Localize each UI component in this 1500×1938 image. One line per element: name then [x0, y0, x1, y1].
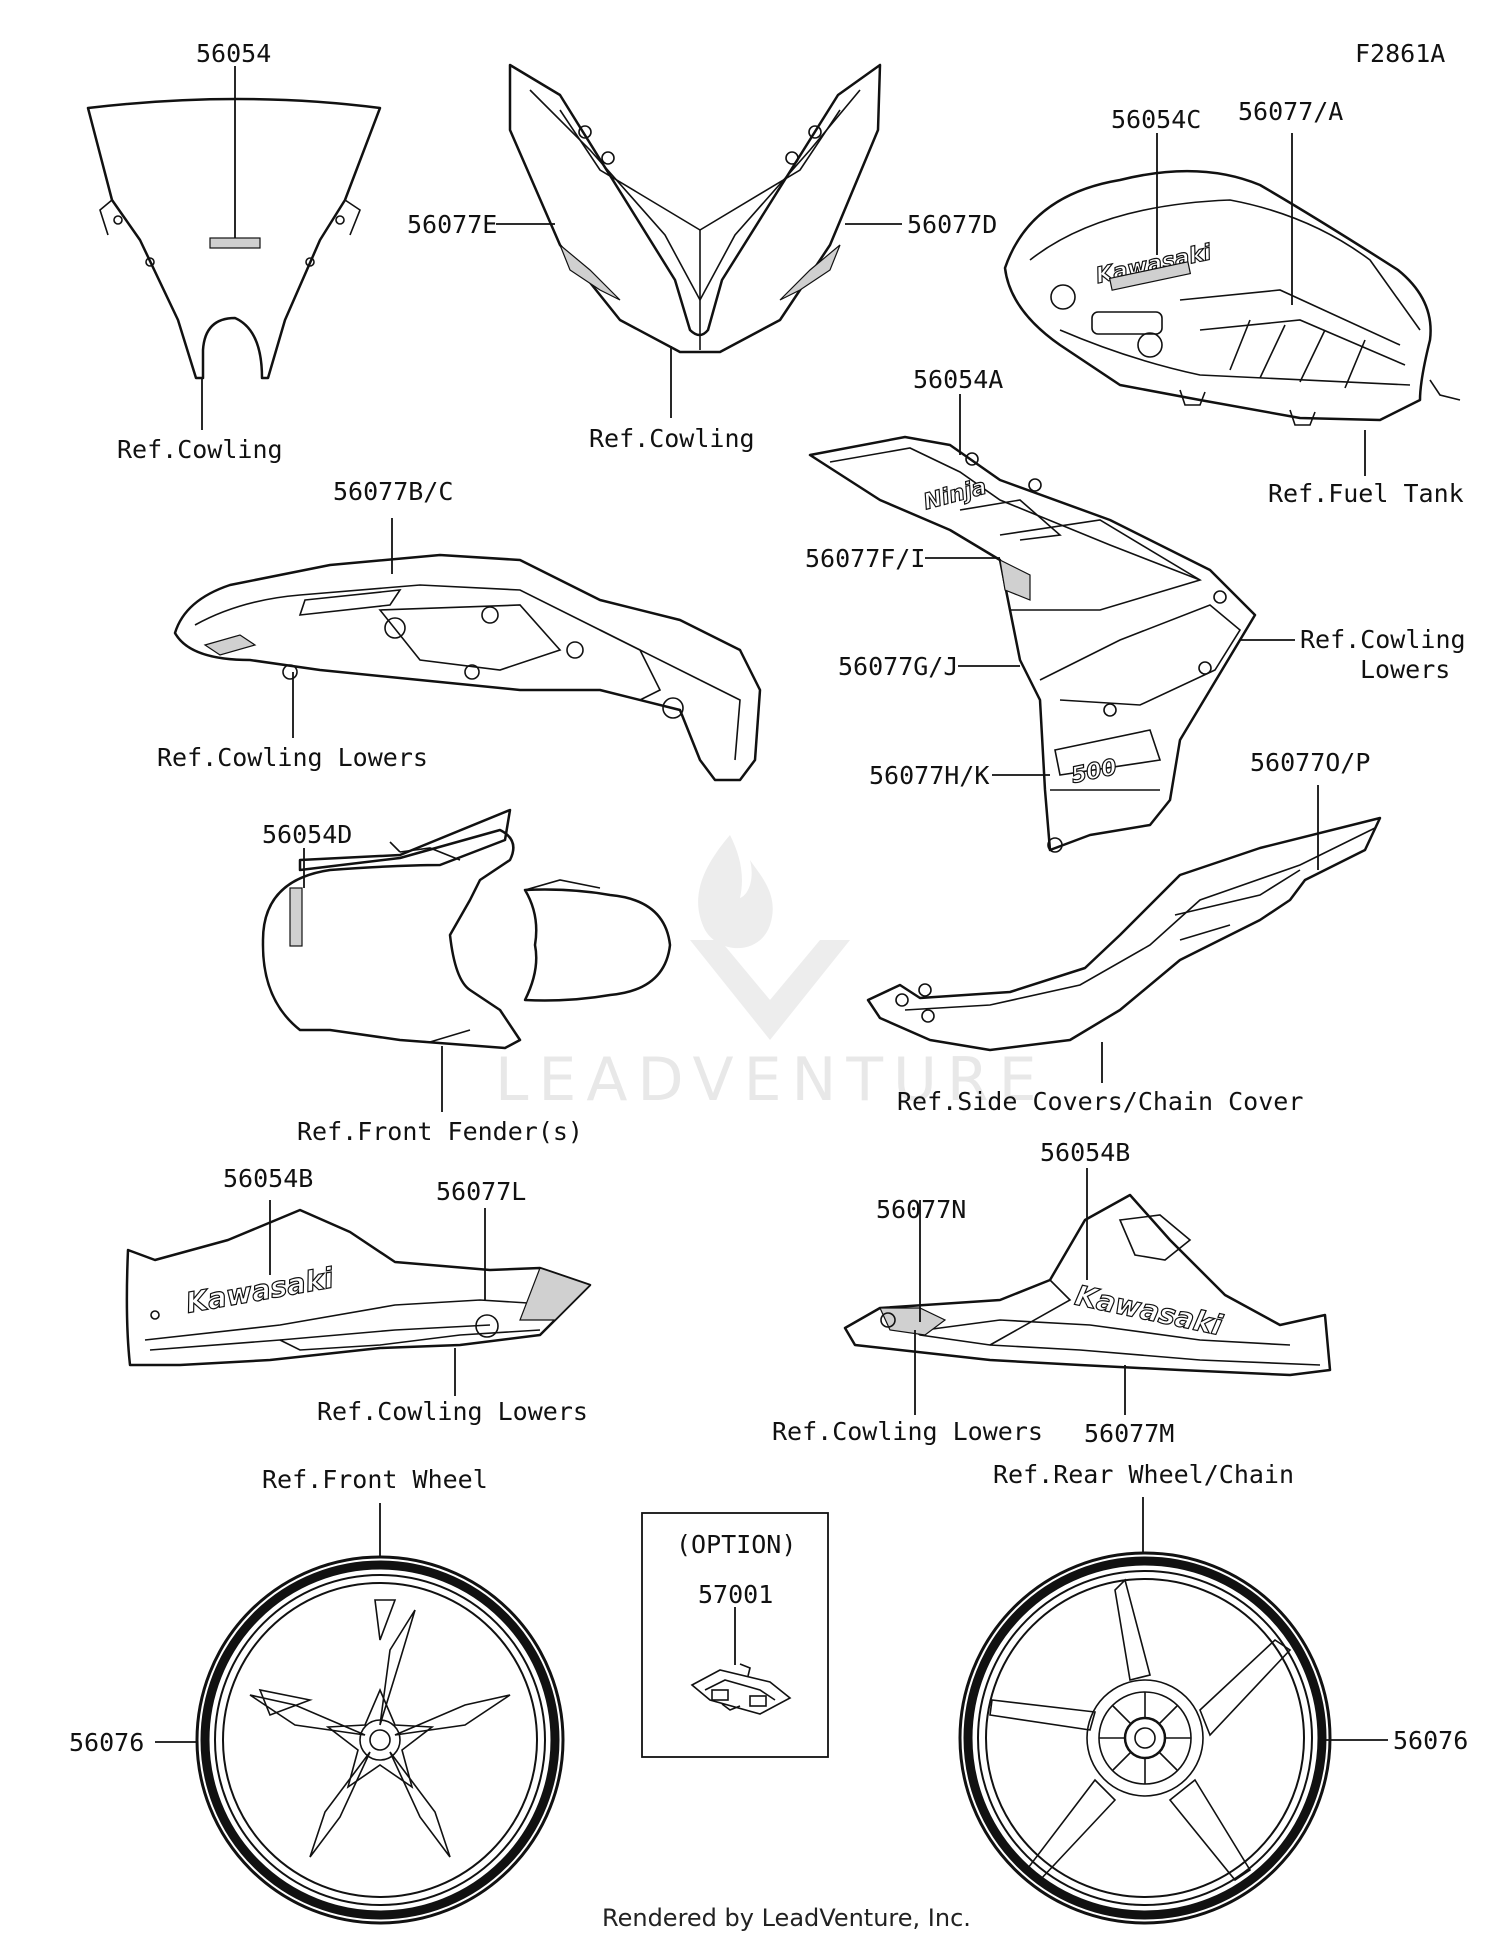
label-56054A: 56054A	[913, 365, 1003, 394]
label-56077OP: 56077O/P	[1250, 748, 1370, 777]
label-56077BC: 56077B/C	[333, 477, 453, 506]
footer-credit: Rendered by LeadVenture, Inc.	[602, 1904, 971, 1932]
label-56077N: 56077N	[876, 1195, 966, 1224]
watermark-text: LEADVENTURE	[495, 1045, 1047, 1115]
label-56054C: 56054C	[1111, 105, 1201, 134]
label-ref-cowling-lowers-bl: Ref.Cowling Lowers	[317, 1397, 588, 1426]
label-56077L: 56077L	[436, 1177, 526, 1206]
clip-57001-icon	[690, 1663, 792, 1715]
label-56054B-left: 56054B	[223, 1164, 313, 1193]
left-lower-cowl-part: Kawasaki	[125, 1208, 592, 1367]
label-ref-fuel-tank: Ref.Fuel Tank	[1268, 479, 1464, 508]
option-box	[641, 1512, 829, 1758]
label-56077HK: 56077H/K	[869, 761, 989, 790]
label-56077FI: 56077F/I	[805, 544, 925, 573]
windshield-part	[86, 97, 382, 380]
label-ref-cowling-lowers-left: Ref.Cowling Lowers	[157, 743, 428, 772]
label-56077M: 56077M	[1084, 1419, 1174, 1448]
rear-wheel-part	[958, 1551, 1332, 1925]
side-cover-part	[866, 816, 1382, 1052]
label-56077GJ: 56077G/J	[838, 652, 958, 681]
label-ref-cowling-lowers-right-1: Ref.Cowling	[1300, 625, 1466, 654]
label-56076-left: 56076	[69, 1728, 144, 1757]
label-56077A: 56077/A	[1238, 97, 1343, 126]
right-lower-cowl-part: Kawasaki	[843, 1193, 1332, 1377]
label-56054: 56054	[196, 39, 271, 68]
front-wheel-part	[195, 1555, 565, 1925]
label-option: (OPTION)	[676, 1530, 796, 1559]
label-ref-front-fender: Ref.Front Fender(s)	[297, 1117, 583, 1146]
label-56077D: 56077D	[907, 210, 997, 239]
front-fender-part	[261, 808, 672, 1050]
label-ref-side-covers: Ref.Side Covers/Chain Cover	[897, 1087, 1303, 1116]
fuel-tank-part: Kawasaki	[1003, 169, 1461, 426]
label-56077E: 56077E	[407, 210, 497, 239]
left-side-fairing-part	[173, 553, 762, 782]
upper-cowling-part	[508, 63, 882, 354]
label-56054B-right: 56054B	[1040, 1138, 1130, 1167]
label-ref-cowling-upper: Ref.Cowling	[589, 424, 755, 453]
label-ref-cowling-lowers-br: Ref.Cowling Lowers	[772, 1417, 1043, 1446]
windshield-decal-icon	[209, 237, 261, 249]
label-56054D: 56054D	[262, 820, 352, 849]
label-ref-front-wheel: Ref.Front Wheel	[262, 1465, 488, 1494]
watermark: LEADVENTURE	[495, 835, 1047, 1115]
label-ref-cowling-lowers-right-2: Lowers	[1360, 655, 1450, 684]
label-ref-rear-wheel: Ref.Rear Wheel/Chain	[993, 1460, 1294, 1489]
right-side-fairing-part: Ninja 500	[808, 435, 1257, 853]
label-ref-cowling-windshield: Ref.Cowling	[117, 435, 283, 464]
figure-code: F2861A	[1355, 39, 1445, 68]
label-57001: 57001	[698, 1580, 773, 1609]
fender-decal-icon	[289, 887, 303, 947]
label-56076-right: 56076	[1393, 1726, 1468, 1755]
